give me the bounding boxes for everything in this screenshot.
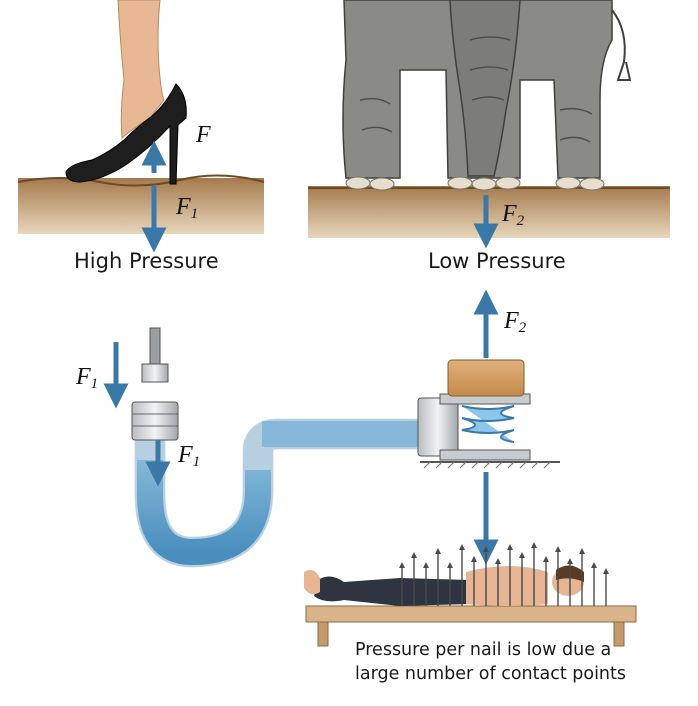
- soil-right: [308, 186, 670, 238]
- elephant-tail: [611, 9, 632, 81]
- elephant-force-label: F2: [501, 201, 525, 229]
- press-base-plate: [439, 449, 531, 461]
- heel-reaction-label: F1: [175, 194, 198, 222]
- press-inner-label: F1: [177, 442, 200, 470]
- leg: [117, 0, 165, 140]
- hydraulic-fluid: [137, 460, 271, 566]
- caption-nail-line-1: Pressure per nail is low due a: [355, 640, 612, 660]
- shoe: [65, 83, 187, 185]
- elephant-trunk: [449, 0, 521, 177]
- soil-surface-left: [17, 174, 265, 187]
- nail-tips: [399, 542, 609, 574]
- small-piston-clamp: [141, 363, 169, 383]
- bed-leg-right: [613, 621, 625, 647]
- press-output-label: F2: [503, 308, 527, 336]
- caption-high-pressure: High Pressure: [74, 249, 219, 273]
- person-feet: [304, 570, 320, 595]
- bed-leg-left: [317, 621, 329, 647]
- caption-low-pressure: Low Pressure: [428, 249, 566, 273]
- hydraulic-press-icon: [131, 327, 560, 568]
- soil-left: [18, 178, 264, 234]
- nails: [401, 546, 607, 606]
- press-load-block: [447, 359, 525, 397]
- elephant-legs-icon: [308, 0, 670, 238]
- caption-nail-line-2: large number of contact points: [355, 664, 627, 684]
- small-piston-head: [131, 401, 179, 441]
- elephant-wrinkles: [359, 36, 593, 143]
- high-heel-shoe-icon: [17, 0, 265, 234]
- person-torso: [466, 566, 548, 606]
- bed-board: [305, 605, 637, 623]
- press-bellows: [461, 405, 515, 443]
- heel-force-label: F: [195, 122, 211, 148]
- press-input-label: F1: [75, 364, 98, 392]
- person-legs: [314, 576, 470, 606]
- bed-of-nails-icon: [304, 542, 637, 647]
- large-piston-head: [417, 397, 459, 457]
- elephant-toenails: [345, 176, 605, 191]
